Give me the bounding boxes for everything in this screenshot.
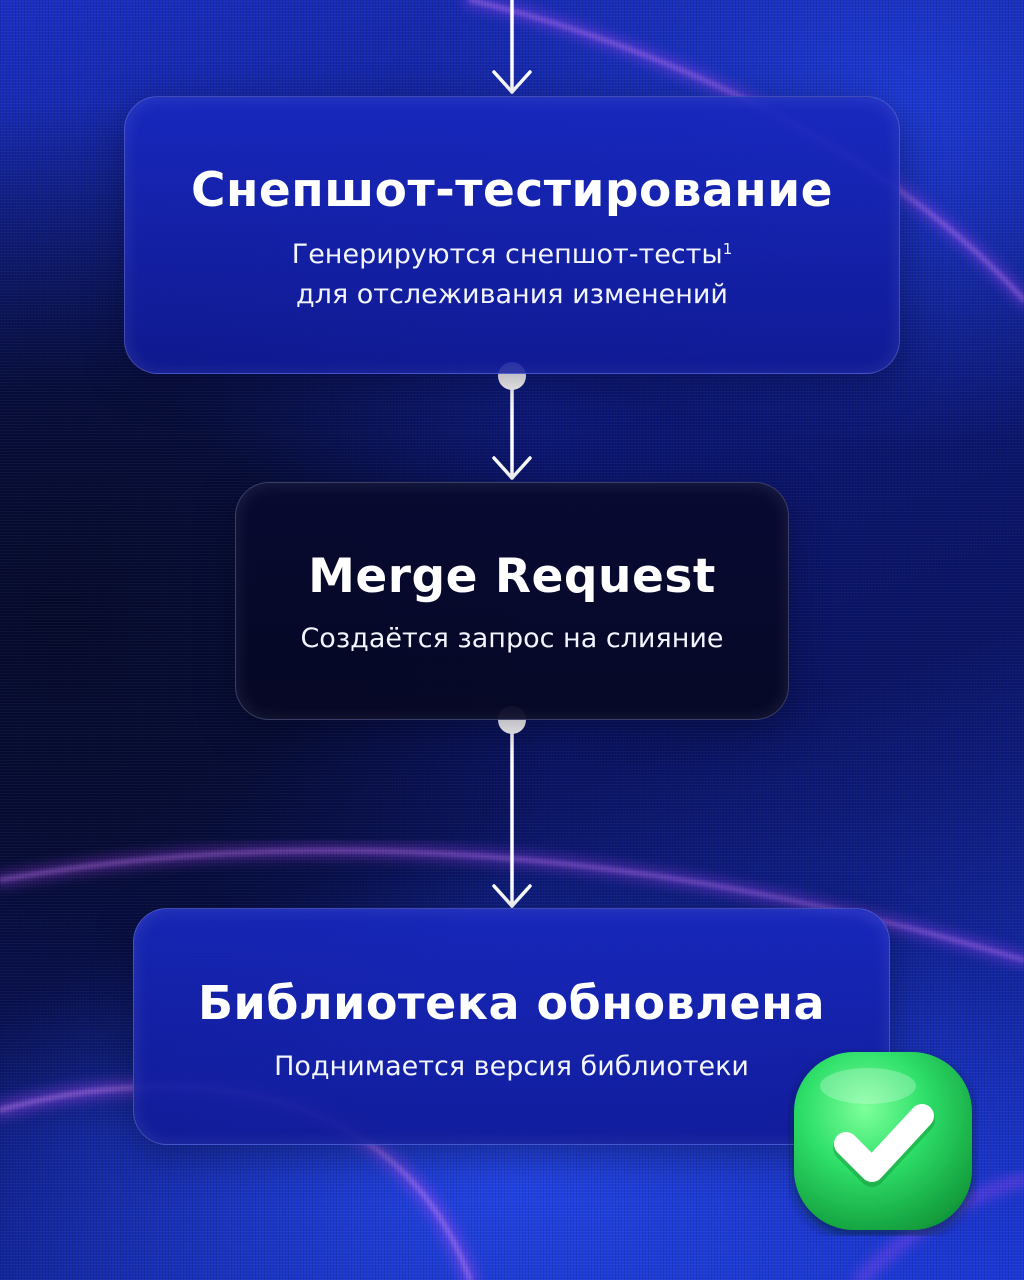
connector-1-to-2 (492, 374, 532, 480)
step-title: Снепшот-тестирование (190, 163, 834, 218)
step-description-line: Генерируются снепшот-тесты (291, 239, 723, 270)
connector-2-to-3 (492, 718, 532, 908)
footnote-marker: 1 (722, 240, 733, 258)
step-card-merge-request: Merge Request Создаётся запрос на слияни… (235, 482, 789, 720)
step-card-library-updated: Библиотека обновлена Поднимается версия … (133, 908, 890, 1145)
step-description: Создаётся запрос на слияние (300, 623, 724, 654)
step-card-snapshot-testing: Снепшот-тестирование Генерируются снепшо… (124, 96, 900, 374)
connector-entry (492, 0, 532, 94)
step-description: Генерируются снепшот-тесты1 для отслежив… (125, 235, 899, 315)
step-description-line: для отслеживания изменений (296, 279, 728, 310)
step-description: Поднимается версия библиотеки (274, 1051, 749, 1082)
step-title: Merge Request (308, 549, 716, 604)
check-icon (794, 1052, 972, 1230)
step-title: Библиотека обновлена (197, 976, 825, 1030)
